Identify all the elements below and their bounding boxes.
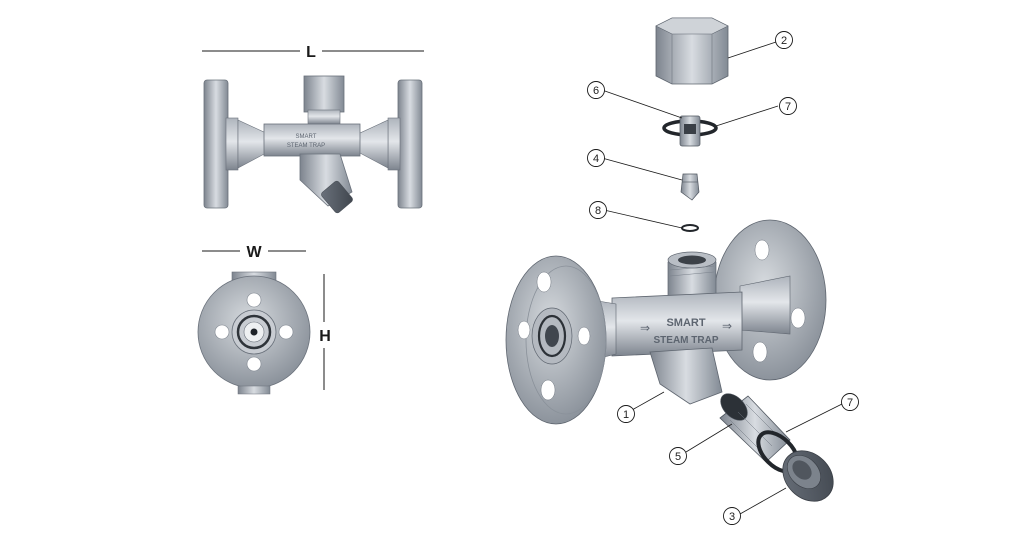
callout-number: 5 [675,451,681,463]
callout-number: 3 [729,511,735,523]
svg-text:STEAM TRAP: STEAM TRAP [287,143,325,149]
svg-text:SMART: SMART [296,134,317,140]
callout-3: 3 [723,507,741,525]
callout-circle [589,201,607,219]
part-strainer-cap [782,450,834,502]
callout-7: 7 [841,393,859,411]
body-marking-line2: STEAM TRAP [654,335,719,346]
callout-8: 8 [589,201,607,219]
exploded-view: SMART STEAM TRAP ⇒ ⇒ [505,17,859,525]
callout-number: 7 [785,101,791,113]
leader-lines [601,41,843,515]
dimension-label-w: W [246,244,262,261]
part-main-body: SMART STEAM TRAP ⇒ ⇒ [505,219,827,425]
callout-circle [617,405,635,423]
callout-number: 2 [781,35,787,47]
svg-text:⇒: ⇒ [722,319,732,333]
callout-number: 8 [595,205,601,217]
callout-5: 5 [669,447,687,465]
callout-1: 1 [617,405,635,423]
right-flange [397,79,423,209]
callout-layer: 1 2 3 4 5 6 7 7 8 [587,31,859,525]
part-element [680,173,700,201]
part-small-gasket [681,224,699,232]
dimension-h: H [319,274,331,390]
callout-circle [587,149,605,167]
dimension-w: W [202,244,306,261]
callout-circle [841,393,859,411]
callout-circle [775,31,793,49]
callout-7: 7 [779,97,797,115]
callout-2: 2 [775,31,793,49]
callout-circle [587,81,605,99]
part-hex-cap [655,17,729,85]
callout-circle [669,447,687,465]
callout-circle [723,507,741,525]
front-view: L SMART STEAM TRAP [202,44,424,214]
part-disc-seat [662,115,718,147]
left-flange [203,79,229,209]
callout-4: 4 [587,149,605,167]
callout-circle [779,97,797,115]
callout-number: 4 [593,153,599,165]
dimension-label-l: L [306,44,316,61]
body-marking-line1: SMART [666,317,705,329]
callout-number: 1 [623,409,629,421]
dimension-label-h: H [319,328,331,345]
callout-number: 7 [847,397,853,409]
callout-number: 6 [593,85,599,97]
dimension-l: L [202,44,424,61]
part-strainer-screen [719,393,791,463]
callout-6: 6 [587,81,605,99]
hex-cap [303,75,345,113]
side-view: W H [197,244,331,395]
svg-text:⇒: ⇒ [640,321,650,335]
trap-body [263,123,361,157]
